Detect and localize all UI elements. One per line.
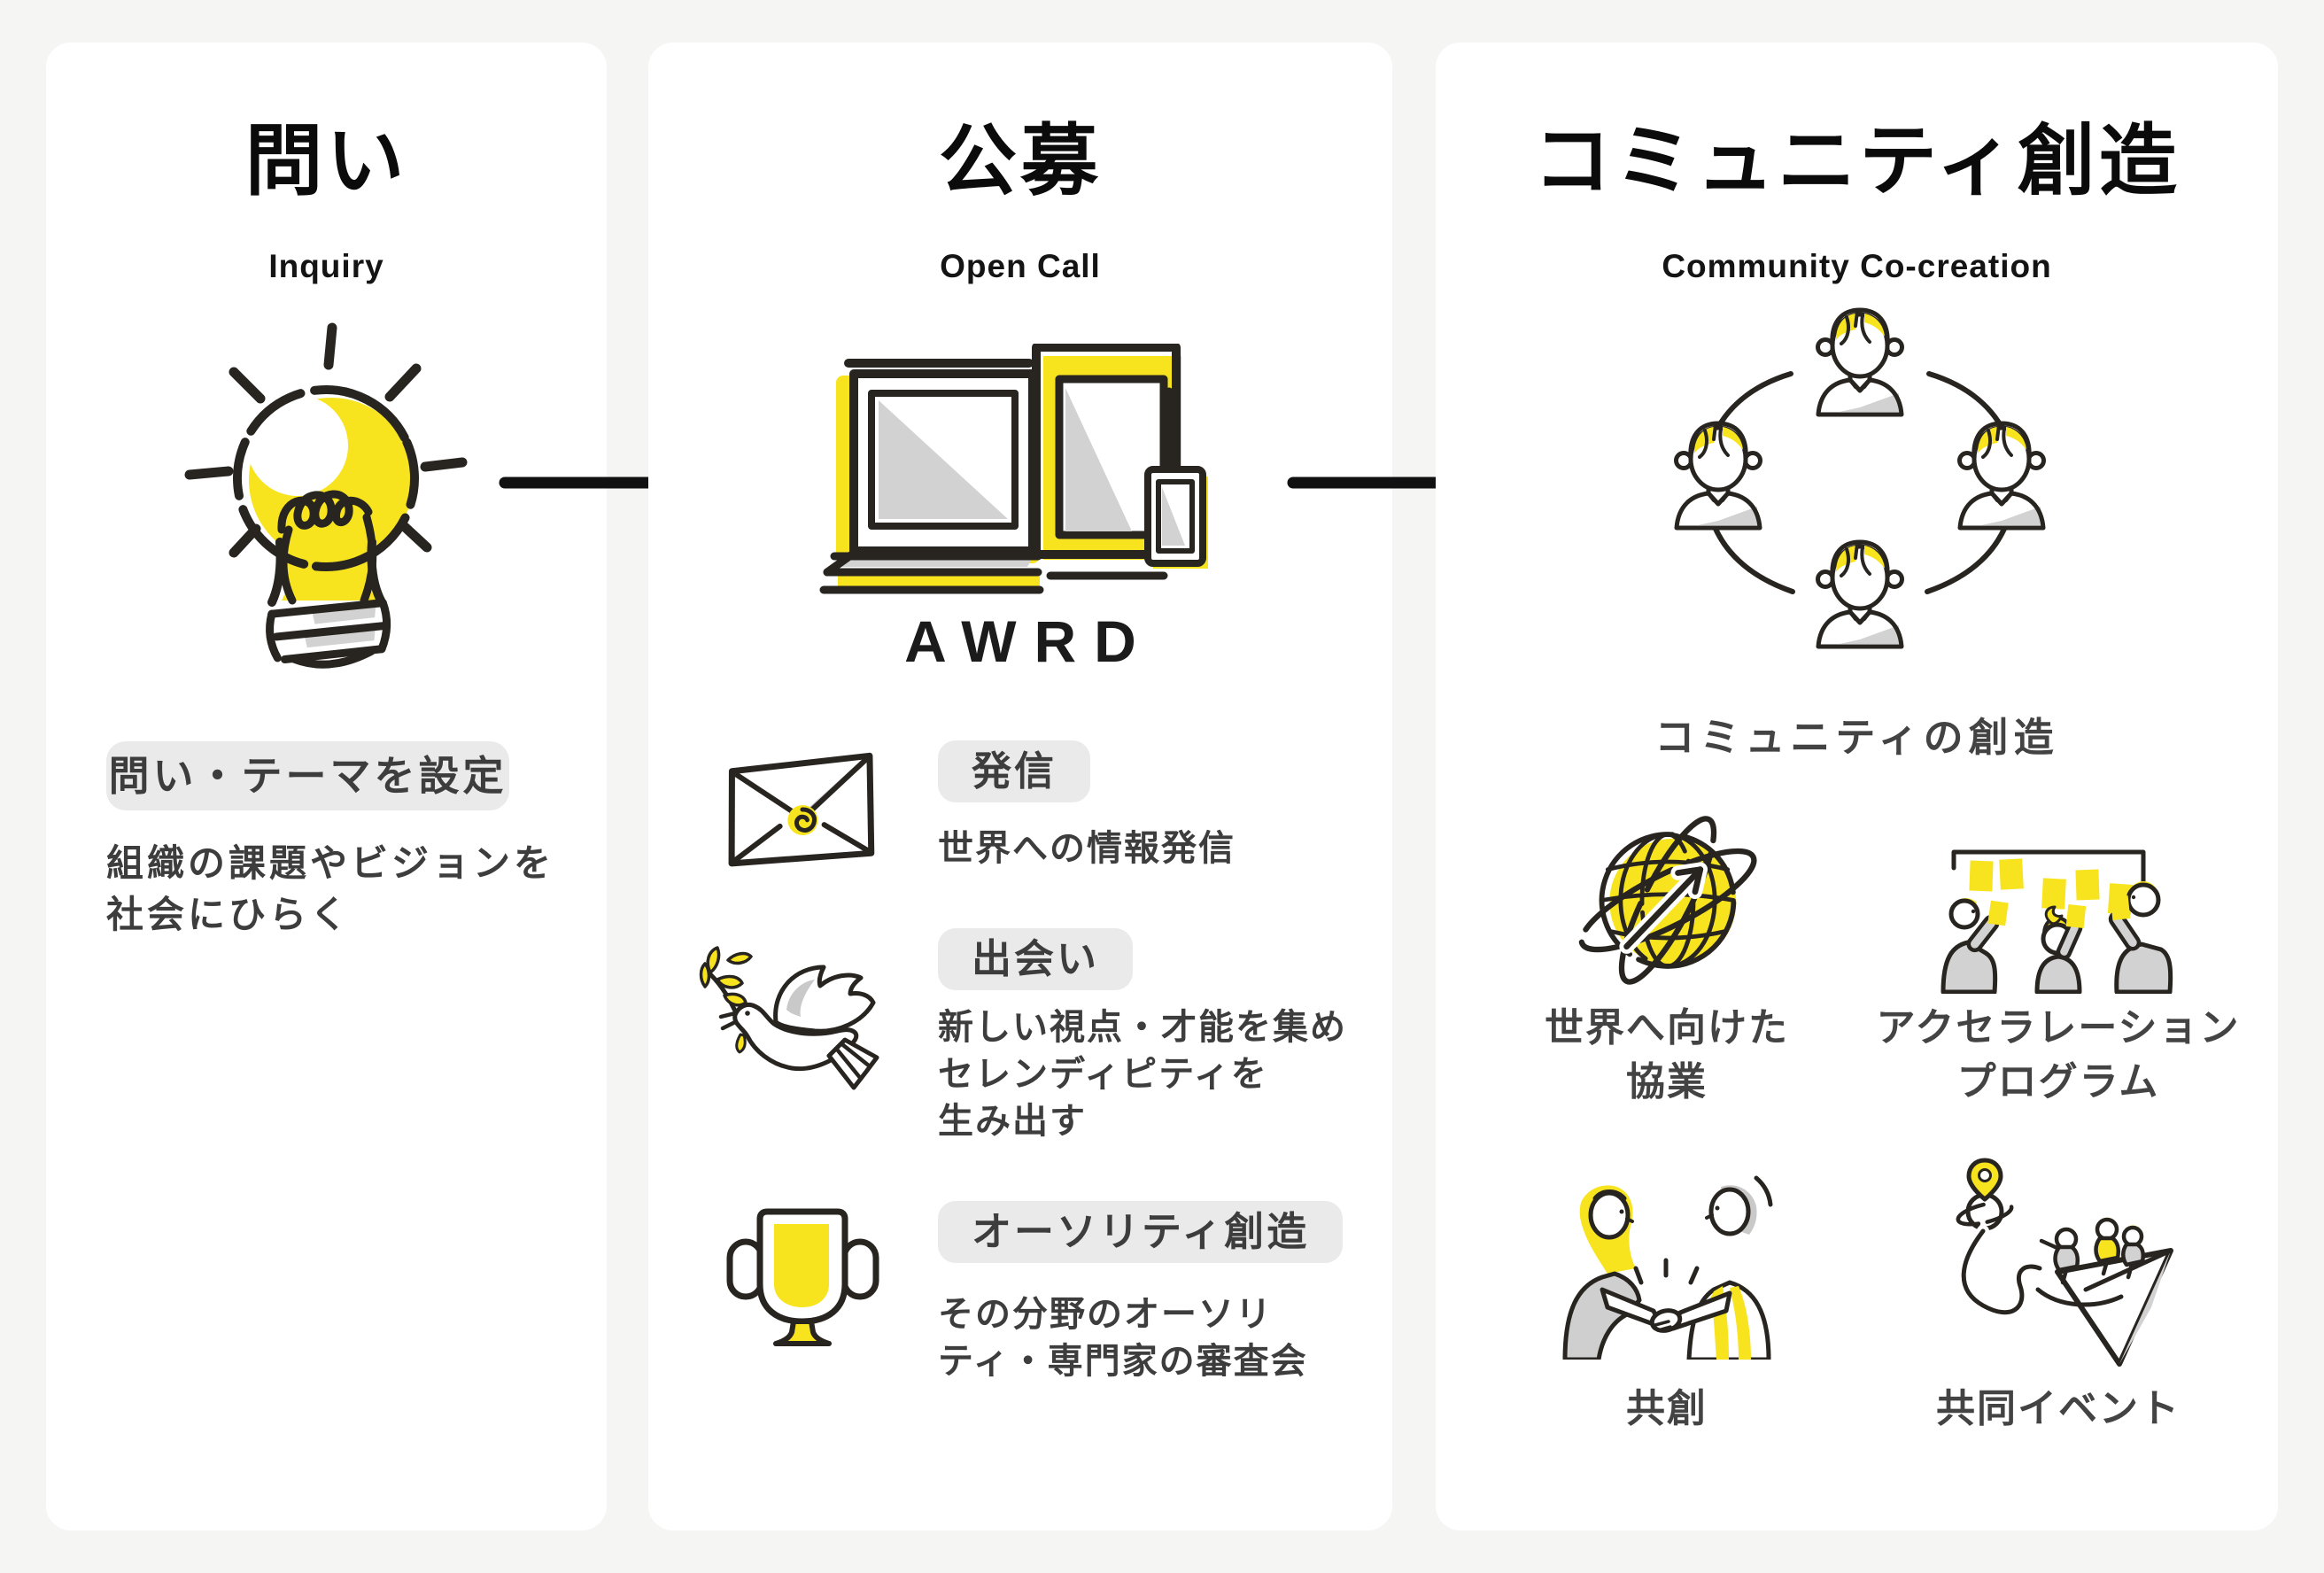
item-description-line: 新しい視点・才能を集め [938, 1008, 1347, 1047]
joint-event-icon [1933, 1155, 2181, 1368]
grid-label: 世界へ向けた 協業 [1472, 1001, 1862, 1109]
open-call-subtitle: Open Call [940, 248, 1101, 284]
network-caption: コミュニティの創造 [1654, 715, 2059, 760]
grid-label-line: 協業 [1626, 1060, 1708, 1104]
handshake-icon [1556, 1169, 1778, 1360]
item-description-line: ティ・専門家の審査会 [938, 1342, 1308, 1381]
item-description: 新しい視点・才能を集め セレンディピティを 生み出す [938, 1004, 1347, 1145]
community-card: コミュニティ創造 Community Co-creation [1436, 43, 2278, 1530]
grid-label-line: 共創 [1626, 1387, 1708, 1430]
devices-icon [797, 344, 1213, 609]
item-description-line: 世界への情報発信 [938, 829, 1236, 868]
item-description-line: 生み出す [938, 1102, 1087, 1141]
grid-label-line: アクセラレーション [1876, 1006, 2241, 1050]
envelope-icon [724, 749, 879, 869]
item-badge: 発信 [938, 740, 1091, 802]
inquiry-subtitle: Inquiry [268, 248, 384, 284]
sticky-notes-icon [1937, 825, 2178, 994]
inquiry-description-line: 社会にひらく [106, 894, 352, 935]
item-badge: オーソリティ創造 [938, 1201, 1344, 1263]
people-network-icon [1647, 299, 2072, 675]
community-subtitle: Community Co-creation [1662, 248, 2052, 284]
grid-label-line: プログラム [1956, 1060, 2160, 1104]
lightbulb-icon [149, 301, 503, 669]
grid-label: 共同イベント [1863, 1382, 2253, 1436]
item-description-line: セレンディピティを [938, 1055, 1268, 1094]
grid-label: アクセラレーション プログラム [1863, 1001, 2253, 1109]
item-description: 世界への情報発信 [938, 825, 1236, 872]
open-call-card: 公募 Open Call [648, 43, 1392, 1530]
item-badge: 出会い [938, 928, 1134, 990]
inquiry-card: 問い Inquiry [46, 43, 607, 1530]
grid-label: 共創 [1472, 1382, 1862, 1436]
awrd-logo: AWRD [904, 608, 1154, 674]
dove-icon [698, 941, 891, 1107]
inquiry-description-line: 組織の課題やビジョンを [106, 842, 555, 884]
item-description: その分野のオーソリ ティ・専門家の審査会 [938, 1291, 1308, 1385]
grid-label-line: 世界へ向けた [1545, 1006, 1789, 1050]
inquiry-title: 問い [244, 117, 408, 205]
inquiry-badge: 問い・テーマを設定 [106, 741, 509, 810]
item-description-line: その分野のオーソリ [938, 1295, 1273, 1334]
inquiry-description: 組織の課題やビジョンを 社会にひらく [106, 838, 554, 941]
open-call-title: 公募 [938, 117, 1102, 205]
globe-icon [1565, 810, 1770, 991]
community-title: コミュニティ創造 [1533, 117, 2181, 205]
grid-label-line: 共同イベント [1936, 1387, 2181, 1430]
trophy-icon [724, 1203, 881, 1347]
